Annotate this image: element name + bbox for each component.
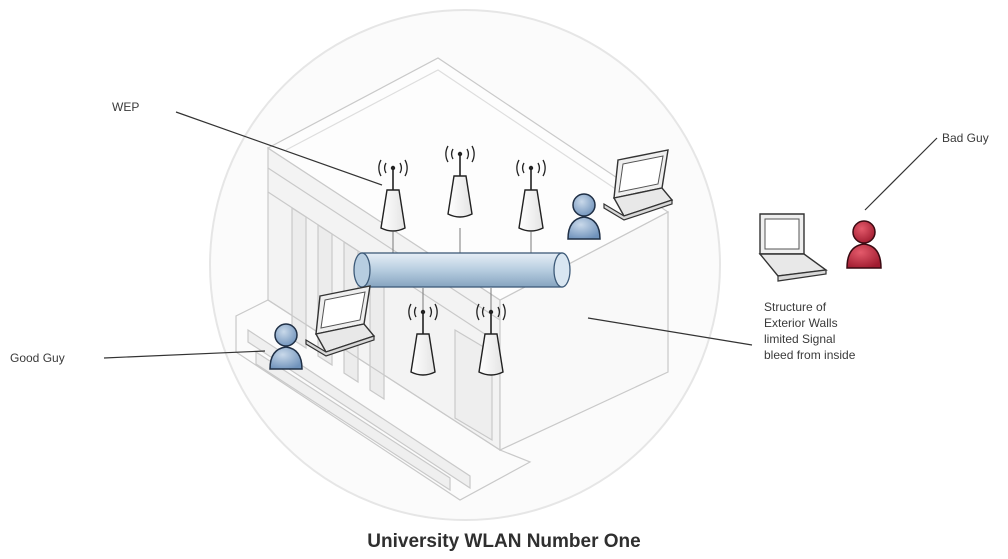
wep-label: WEP [112,100,140,114]
exterior-walls-note: Structure of Exterior Walls limited Sign… [764,299,855,363]
note-line: bleed from inside [764,348,856,362]
wep-leader-line [175,111,383,186]
bad-guy-label: Bad Guy [942,131,989,145]
access-point-icon [445,145,475,218]
laptop-icon [758,213,828,282]
good-guy-person-icon [269,323,303,370]
diagram-caption: University WLAN Number One [367,531,641,552]
good-guy-label: Good Guy [10,351,65,365]
access-point-icon [408,303,438,376]
leader-lines [103,111,938,359]
bad-guy-leader-line [864,137,938,211]
note-line: limited Signal [764,332,836,346]
building-icon [235,57,670,501]
access-point-icon [378,159,408,232]
walls-note-leader-line [587,317,753,346]
good-guy-leader-line [103,350,266,359]
bad-guy-person-icon [846,220,882,269]
laptop-icon [603,149,674,221]
note-line: Structure of [764,300,827,314]
person-icon [567,193,601,240]
network-backbone [353,252,571,288]
laptop-icon [305,285,376,357]
note-line: Exterior Walls [764,316,838,330]
access-point-icon [516,159,546,232]
access-point-icon [476,303,506,376]
